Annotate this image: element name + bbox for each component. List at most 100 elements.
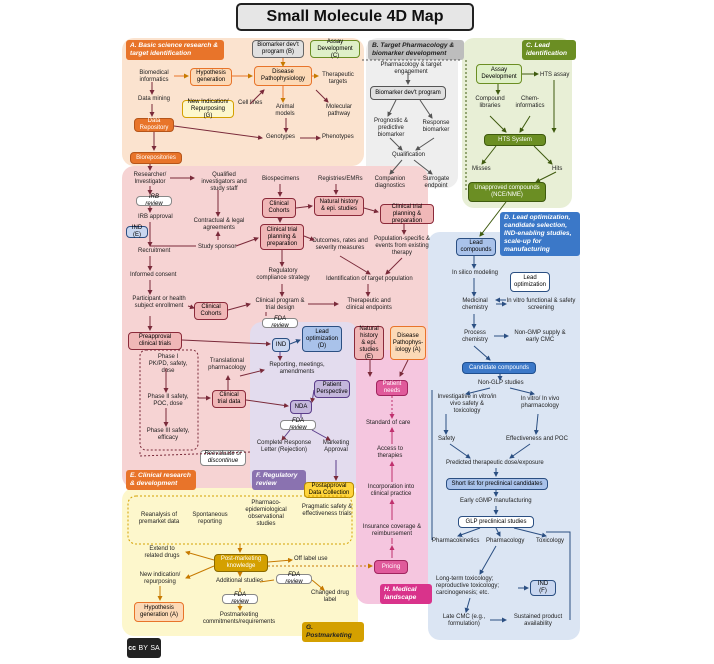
node-clinical-trial-planning-2: Clinical trial planning & preparation <box>260 224 304 250</box>
node-extend-related-drugs: Extend to related drugs <box>144 546 180 559</box>
node-clinical-cohorts-2: Clinical Cohorts <box>194 302 228 320</box>
node-patient-perspective: Patient Perspective <box>314 380 350 398</box>
region-b-target-pharmacology <box>366 38 458 188</box>
node-fda-review-3: FDA review <box>276 572 312 585</box>
node-lead-optimization-d: Lead optimization (D) <box>302 326 342 352</box>
node-biomarker-dev-program: Biomarker dev't program <box>370 86 446 100</box>
node-surrogate-endpoint: Surrogate endpoint <box>422 176 450 189</box>
node-fda-review-2: FDA review <box>280 418 316 431</box>
section-a-label: A. Basic science research & target ident… <box>126 40 224 60</box>
node-disease-pathophysiology-a: Disease Pathophys- iology (A) <box>390 326 426 360</box>
node-early-cgmp: Early cGMP manufacturing <box>460 498 532 504</box>
node-study-sponsor: Study sponsor <box>198 244 237 250</box>
node-predicted-dose-exposure: Predicted therapeutic dose/exposure <box>446 460 544 466</box>
node-outcomes-rates: Outcomes, rates and severity measures <box>312 238 368 251</box>
node-clinical-trial-planning-1: Clinical trial planning & preparation <box>380 204 434 224</box>
node-biospecimens: Biospecimens <box>262 176 300 182</box>
node-late-cmc: Late CMC (e.g., formulation) <box>442 614 486 627</box>
node-incorporation-clinical-practice: Incorporation into clinical practice <box>367 484 415 497</box>
node-additional-studies: Additional studies <box>216 578 264 584</box>
node-researcher-investigator: Researcher/ Investigator <box>133 172 167 185</box>
node-hts-system: HTS System <box>484 134 546 146</box>
node-misses: Misses <box>472 166 491 172</box>
node-medicinal-chemistry: Medicinal chemistry <box>462 298 488 311</box>
node-marketing-approval: Marketing Approval <box>322 440 350 453</box>
node-hypothesis-generation: Hypothesis generation <box>190 68 232 86</box>
section-h-label: H. Medical landscape <box>380 584 432 604</box>
node-population-events: Population-specific & events from existi… <box>373 236 431 256</box>
node-long-term-toxicology: Long-term toxicology; reproductive toxic… <box>436 576 500 596</box>
node-therapeutic-targets: Therapeutic targets <box>322 72 354 85</box>
node-process-chemistry: Process chemistry <box>462 330 488 343</box>
node-changed-drug-label: Changed drug label <box>310 590 350 603</box>
node-sustained-product: Sustained product availability <box>513 614 563 627</box>
section-b-label: B. Target Pharmacology & biomarker devel… <box>368 40 464 60</box>
node-compound-libraries: Compound libraries <box>475 96 505 109</box>
map-title: Small Molecule 4D Map <box>236 3 474 31</box>
by-icon: BY <box>138 644 148 652</box>
node-participant-enrollment: Participant or health subject enrollment <box>132 296 186 309</box>
node-recruitment: Recruitment <box>138 248 171 254</box>
node-phase-2: Phase II safety, POC, dose <box>147 394 189 407</box>
node-glp-preclinical: GLP preclinical studies <box>458 516 534 528</box>
node-in-vitro-functional: In vitro functional & safety screening <box>506 298 576 311</box>
section-c-label: C. Lead identification <box>522 40 576 60</box>
node-response-biomarker: Response biomarker <box>422 120 450 133</box>
node-translational-pharmacology: Translational pharmacology <box>208 358 246 371</box>
node-identification-target-population: Identification of target population <box>326 276 413 282</box>
node-effectiveness-poc: Effectiveness and POC <box>506 436 568 442</box>
node-phenotypes: Phenotypes <box>322 134 354 140</box>
node-ind-f: IND (F) <box>530 580 556 596</box>
cc-icon: cc <box>128 644 137 652</box>
node-molecular-pathway: Molecular pathway <box>325 104 352 117</box>
node-reanalysis-premarket: Reanalysis of premarket data <box>138 512 180 525</box>
node-toxicology: Toxicology <box>536 538 565 544</box>
node-pricing: Pricing <box>374 560 408 574</box>
node-new-indication-repurposing: New indication/ repurposing <box>139 572 181 585</box>
node-fda-review-4: FDA review <box>222 592 258 605</box>
node-postapproval-data: Postapproval Data Collection <box>304 482 354 498</box>
node-data-repository: Data Repository <box>134 118 174 132</box>
node-safety: Safety <box>438 436 456 442</box>
node-in-silico-modeling: In silico modeling <box>452 270 499 276</box>
node-pharmacokinetics: Pharmacokinetics <box>432 538 480 544</box>
node-regulatory-compliance: Regulatory compliance strategy <box>256 268 310 281</box>
node-reporting-meetings: Reporting, meetings, amendments <box>269 362 325 375</box>
node-access-to-therapies: Access to therapies <box>376 446 403 459</box>
node-phase-1: Phase I PK/PD, safety, dose <box>148 354 188 374</box>
section-f-label: F. Regulatory review <box>252 470 306 490</box>
node-pragmatic-trials: Pragmatic safety & effectiveness trials <box>301 504 353 517</box>
node-hypothesis-generation-a: Hypothesis generation (A) <box>134 602 184 622</box>
node-non-glp-studies: Non-GLP studies <box>478 380 524 386</box>
node-cell-lines: Cell lines <box>238 100 263 106</box>
node-prognostic-predictive: Prognostic & predictive biomarker <box>373 118 409 138</box>
node-companion-diagnostics: Companion diagnostics <box>374 176 406 189</box>
node-biomedical-informatics: Biomedical informatics <box>139 70 169 83</box>
node-new-indication-g: New Indication/ Repurposing (G) <box>182 99 234 119</box>
node-irb-review: IRB review <box>136 194 172 207</box>
node-registries-emrs: Registries/EMRs <box>318 176 363 182</box>
node-unapproved-compounds: Unapproved compounds (NCE/NME) <box>468 182 546 202</box>
node-therapeutic-endpoints: Therapeutic and clinical endpoints <box>346 298 392 311</box>
node-short-list-candidates: Short list for preclinical candidates <box>446 478 548 490</box>
section-g-label: G. Postmarketing <box>302 622 364 642</box>
node-hts-assay: HTS assay <box>540 72 570 78</box>
node-natural-history: Natural history & epi. studies <box>314 196 364 216</box>
node-post-marketing-knowledge: Post-marketing knowledge <box>214 554 268 572</box>
node-fda-review-1: FDA review <box>262 316 298 329</box>
node-informed-consent: Informed consent <box>130 272 177 278</box>
node-ind-main: IND <box>272 338 290 352</box>
node-qualified-investigators: Qualified investigators and study staff <box>201 172 247 192</box>
node-qualification: Qualification <box>392 152 426 158</box>
node-pharmacology: Pharmacology <box>486 538 525 544</box>
section-e-label: E. Clinical research & development <box>126 470 196 490</box>
node-hits: Hits <box>552 166 563 172</box>
node-animal-models: Animal models <box>275 104 295 117</box>
node-genotypes: Genotypes <box>266 134 296 140</box>
node-insurance-coverage: Insurance coverage & reimbursement <box>362 524 422 537</box>
node-nda: NDA <box>290 400 312 414</box>
node-clinical-cohorts-1: Clinical Cohorts <box>262 198 296 218</box>
node-lead-compounds: Lead compounds <box>456 238 496 256</box>
